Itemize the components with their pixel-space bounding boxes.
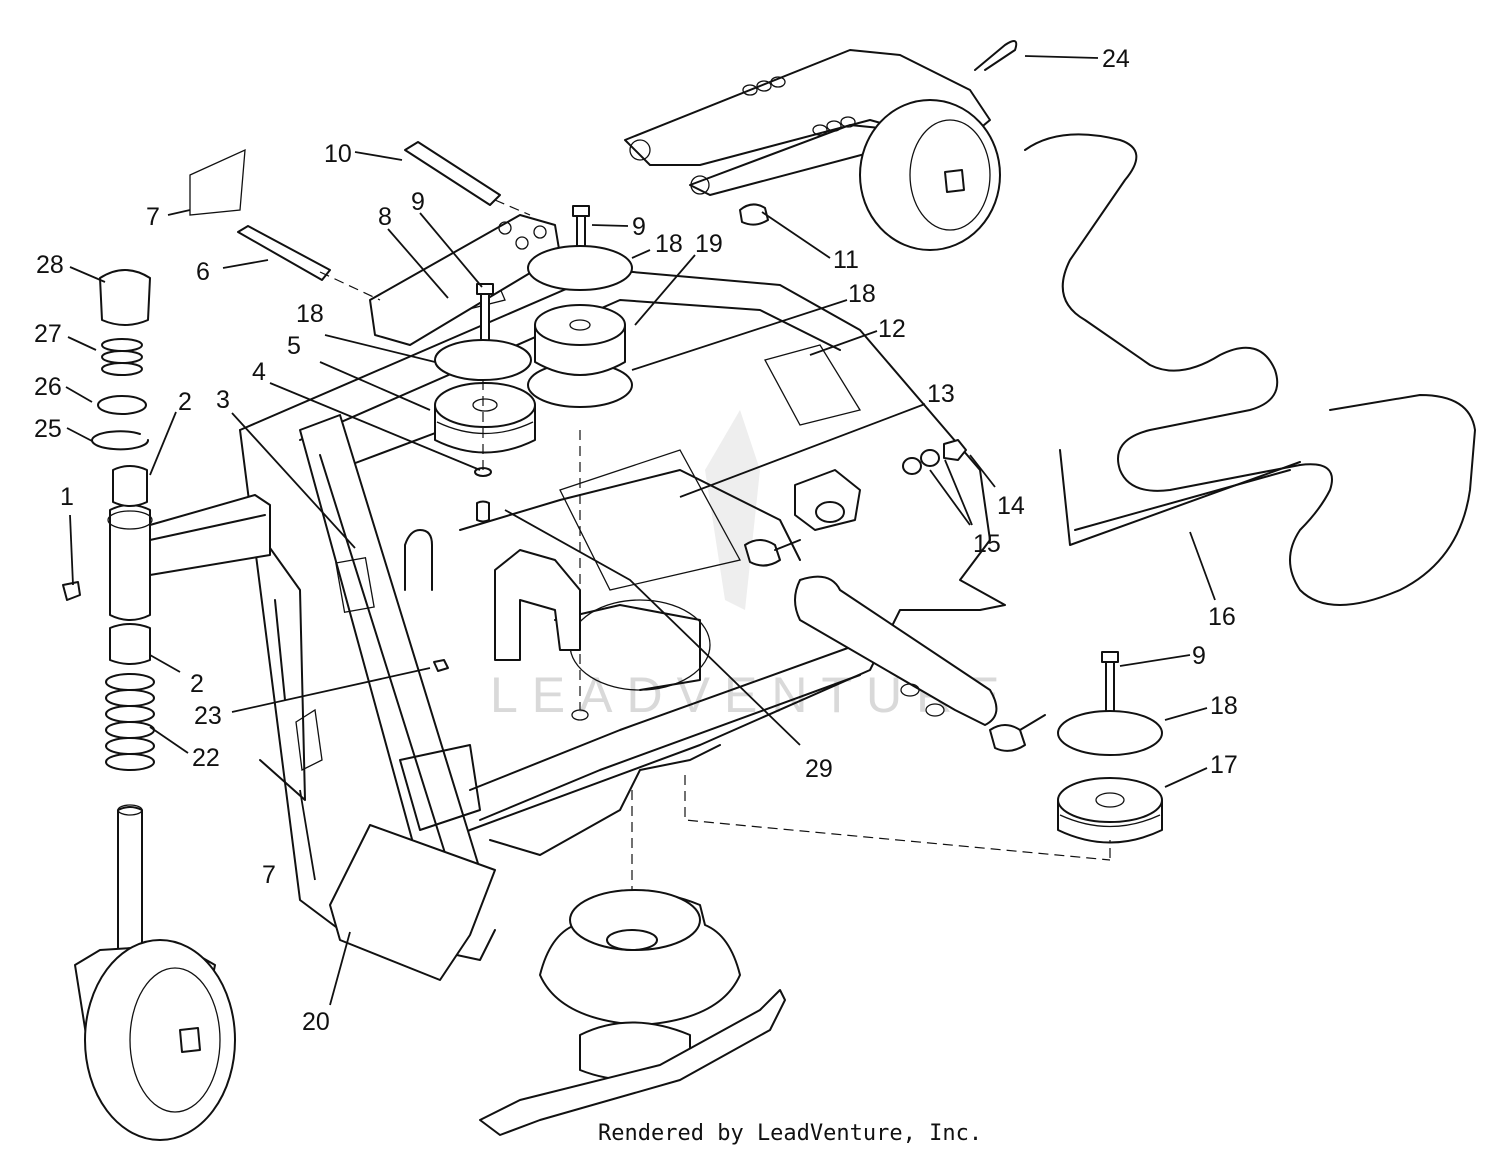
callout-15: 15 (973, 530, 1001, 558)
pivot-pin-6 (237, 225, 331, 281)
callout-5: 5 (287, 332, 301, 360)
idler-bracket (369, 214, 561, 346)
lift-cylinder (744, 439, 1046, 752)
decal-3 (335, 557, 375, 613)
decal-12 (764, 344, 862, 426)
decal-7-top (189, 148, 246, 216)
washer-18-b (527, 245, 633, 291)
callout-9-right: 9 (1192, 642, 1206, 670)
nut-11 (739, 203, 769, 226)
watermark-logo (705, 410, 760, 610)
cap-28 (99, 269, 151, 326)
rod-end-left (744, 539, 781, 567)
callout-28: 28 (36, 251, 64, 279)
roller-arm-assembly (624, 40, 1018, 251)
callout-14: 14 (997, 492, 1025, 520)
callout-18-left: 18 (296, 300, 324, 328)
snap-ring-25 (91, 430, 150, 451)
caster-wheel (84, 939, 236, 1141)
callout-17: 17 (1210, 751, 1238, 779)
callout-4: 4 (252, 358, 266, 386)
callout-19: 19 (695, 230, 723, 258)
callout-16: 16 (1208, 603, 1236, 631)
washer-26 (97, 395, 147, 415)
callout-2-bottom: 2 (190, 670, 204, 698)
flat-idler-19 (534, 304, 626, 376)
deck-side-skirt (249, 414, 496, 981)
bushing-bottom (109, 623, 151, 665)
spring-22 (105, 673, 155, 771)
callout-7-bottom: 7 (262, 861, 276, 889)
callout-26: 26 (34, 373, 62, 401)
callout-11: 11 (833, 246, 859, 274)
callout-3: 3 (216, 386, 230, 414)
callout-6: 6 (196, 258, 210, 286)
callout-9-left: 9 (411, 188, 425, 216)
cutting-blade (479, 989, 786, 1136)
decal-13 (559, 449, 741, 591)
spindle-blade-assembly (479, 790, 786, 1136)
drive-belt-16 (1024, 133, 1476, 606)
callout-numbers: 1 2 2 3 4 5 6 7 7 8 9 9 9 10 11 12 13 14… (34, 45, 1238, 1036)
callout-12: 12 (878, 315, 906, 343)
callout-20: 20 (302, 1008, 330, 1036)
callout-27: 27 (34, 320, 62, 348)
callout-7-top: 7 (146, 203, 160, 231)
callout-18-top: 18 (655, 230, 683, 258)
callout-18-right: 18 (1210, 692, 1238, 720)
spacer-29 (476, 500, 490, 523)
callout-9-center: 9 (632, 213, 646, 241)
callout-23: 23 (194, 702, 222, 730)
callout-8: 8 (378, 203, 392, 231)
credit-text: Rendered by LeadVenture, Inc. (598, 1121, 982, 1146)
callout-1: 1 (60, 483, 74, 511)
pivot-pin-10 (404, 141, 501, 206)
hairpin-24 (974, 40, 1018, 71)
spring-27 (101, 338, 143, 376)
callout-13: 13 (927, 380, 955, 408)
bushing-top (112, 465, 148, 507)
washer-18-d (1057, 710, 1163, 756)
callout-10: 10 (324, 140, 352, 168)
callout-25: 25 (34, 415, 62, 443)
decal-7-front (295, 708, 323, 771)
nut-23 (433, 659, 449, 672)
roller-wheel (859, 99, 1001, 251)
rod-end-right (989, 724, 1026, 752)
washer-15-b (920, 449, 940, 467)
bolt-1 (62, 581, 81, 601)
callout-leaders (65, 55, 1216, 1006)
pulley-17 (1057, 777, 1163, 844)
callout-24: 24 (1102, 45, 1130, 73)
washer-15-a (902, 457, 922, 475)
callout-18-center: 18 (848, 280, 876, 308)
nut-14 (943, 439, 967, 461)
callout-29: 29 (805, 755, 833, 783)
callout-2-top: 2 (178, 388, 192, 416)
washer-18-a (434, 339, 532, 381)
caster-assembly (62, 269, 271, 1141)
v-idler-5 (434, 382, 536, 454)
callout-22: 22 (192, 744, 220, 772)
